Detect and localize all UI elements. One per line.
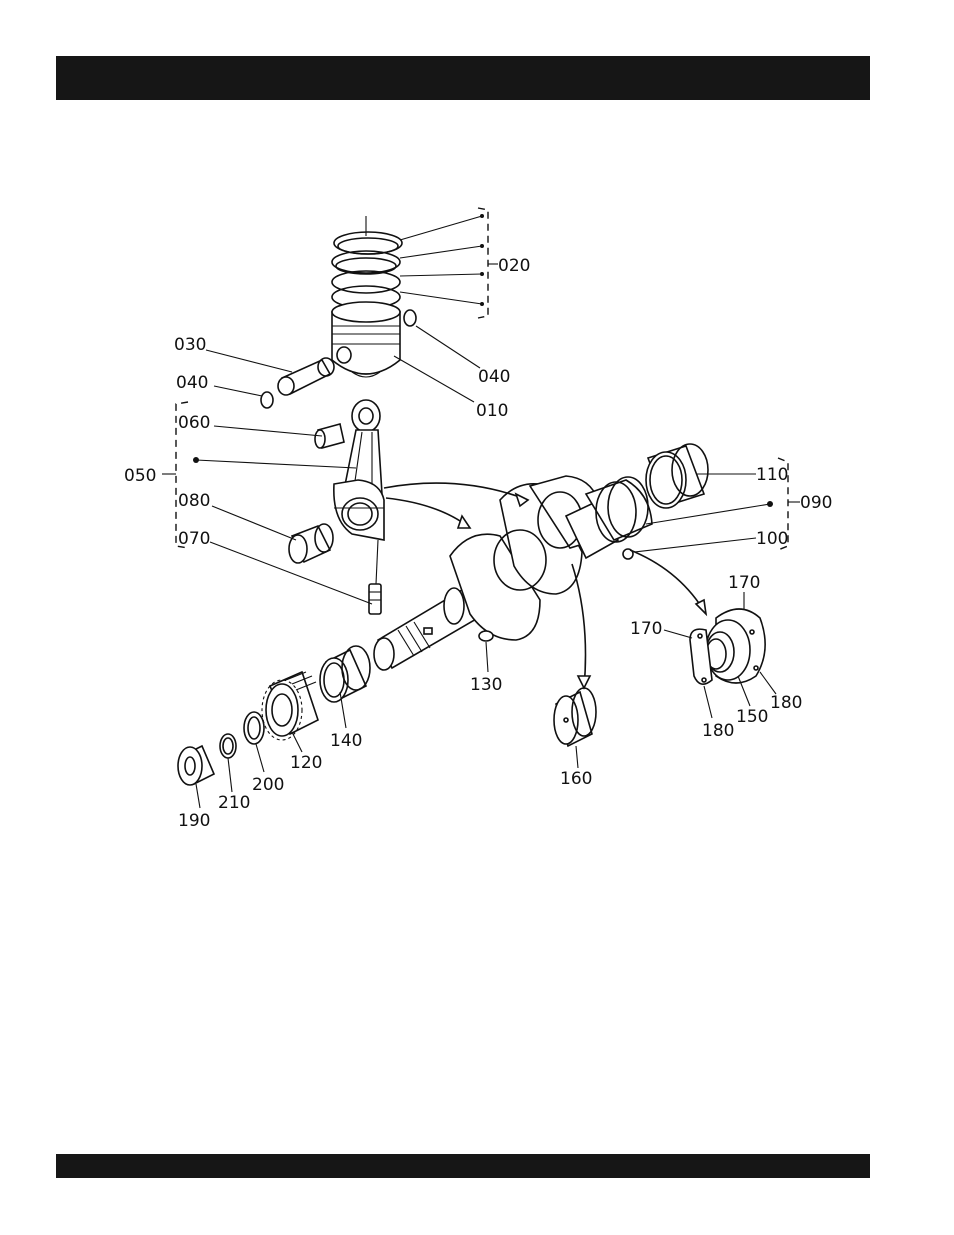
- bracket-piston-rings: [478, 208, 488, 318]
- piston-rings: [332, 216, 402, 308]
- crankshaft-key: [479, 631, 493, 641]
- label-210: 210: [218, 793, 250, 813]
- label-110: 110: [756, 465, 788, 485]
- thrust-bearing: [646, 444, 708, 508]
- label-010: 010: [476, 401, 508, 421]
- label-180-left: 180: [702, 721, 734, 741]
- label-080: 080: [178, 491, 210, 511]
- label-100: 100: [756, 529, 788, 549]
- collar: [244, 712, 264, 744]
- label-090: 090: [800, 493, 832, 513]
- label-160: 160: [560, 769, 592, 789]
- label-170-right: 170: [728, 573, 760, 593]
- snap-ring-left: [261, 392, 273, 408]
- main-bearing: [554, 688, 596, 746]
- crankshaft-gear: [262, 672, 318, 740]
- label-150: 150: [736, 707, 768, 727]
- connecting-rod: [334, 400, 384, 540]
- label-120: 120: [290, 753, 322, 773]
- piston-pin: [278, 358, 334, 395]
- crankpin-bearing: [289, 524, 333, 563]
- label-030: 030: [174, 335, 206, 355]
- label-140: 140: [330, 731, 362, 751]
- footer-bar: [56, 1154, 870, 1178]
- front-bearing: [320, 646, 370, 702]
- label-060: 060: [178, 413, 210, 433]
- label-040-left: 040: [176, 373, 208, 393]
- label-130: 130: [470, 675, 502, 695]
- label-020: 020: [498, 256, 530, 276]
- label-170-left: 170: [630, 619, 662, 639]
- crankshaft-nut: [178, 746, 214, 785]
- label-070: 070: [178, 529, 210, 549]
- crankshaft: [374, 476, 652, 670]
- o-ring: [220, 734, 236, 758]
- crankshaft-bearing-case: [690, 609, 765, 684]
- piston: [332, 302, 400, 377]
- label-200: 200: [252, 775, 284, 795]
- label-180-right: 180: [770, 693, 802, 713]
- snap-ring-right: [404, 310, 416, 326]
- label-050: 050: [124, 466, 156, 486]
- rod-bolt: [369, 540, 381, 614]
- label-040-right: 040: [478, 367, 510, 387]
- label-190: 190: [178, 811, 210, 831]
